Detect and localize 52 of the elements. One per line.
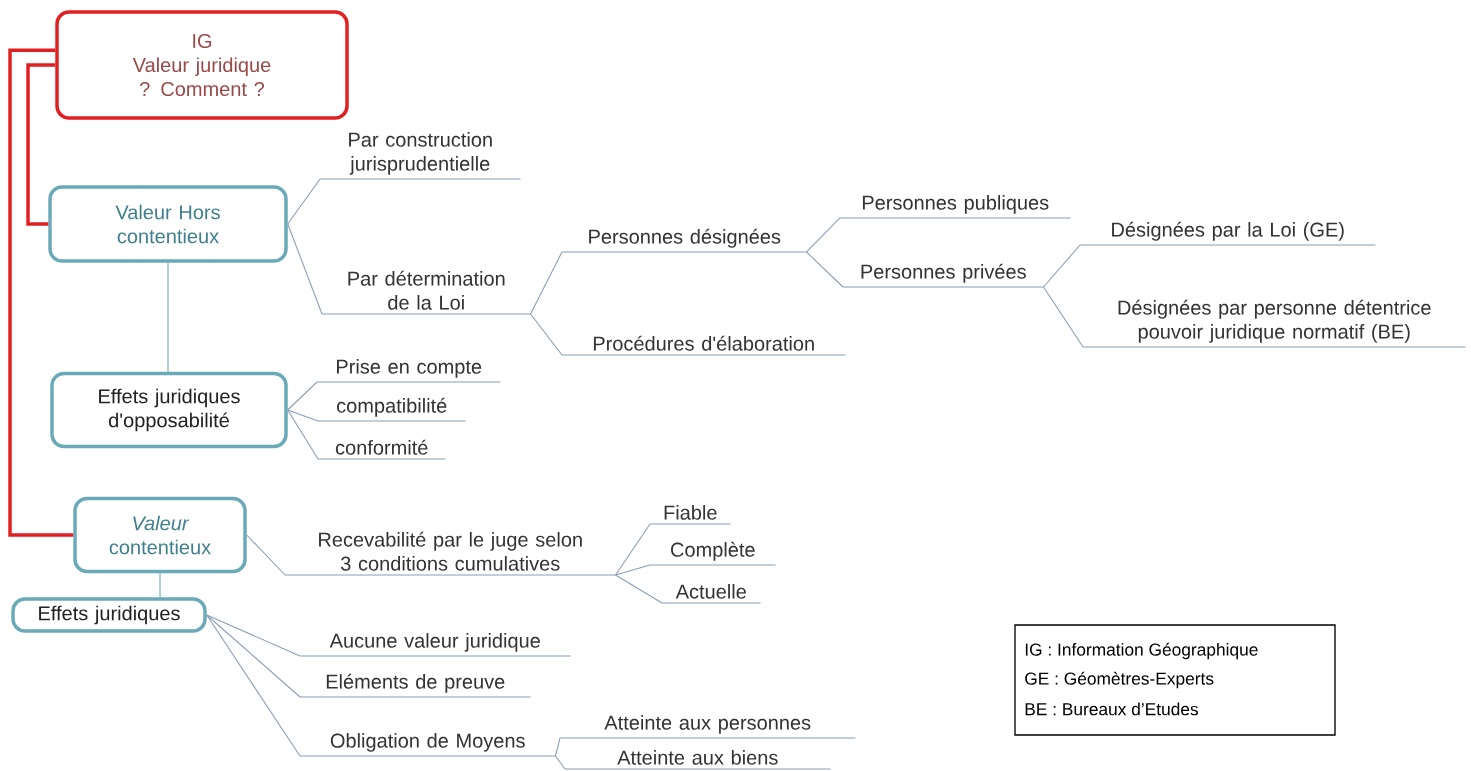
branch-label: Personnes privées [842,263,1045,288]
connector-line [167,262,169,373]
branch-label: Complète [649,541,777,566]
branch-line [554,737,561,757]
branch-label: Recevabilité par le juge selon 3 conditions cumulatives [284,531,617,576]
topic-box: Valeur contentieux [73,496,247,574]
branch-label: Prise en compte [316,359,501,383]
branch-label: conformité [317,439,446,460]
branch-label: Fiable [649,505,732,525]
branch-label: Procédures d'élaboration [561,335,846,356]
branch-line [806,217,841,253]
branch-label: Par détermination de la Loi [321,270,532,315]
key-text: BE : Bureaux d’Etudes [1025,702,1199,716]
connector-line [159,572,161,598]
topic-box: Valeur Hors contentieux [48,185,288,263]
branch-line [206,614,301,757]
branch-label: Obligation de Moyens [299,733,556,757]
branch-label: Atteinte aux personnes [559,715,856,739]
branch-line [246,534,286,576]
branch-line [287,223,323,315]
topic-box: Effets juridiques d'opposabilité [50,371,288,449]
branch-line [806,251,844,288]
branch-line [206,614,301,698]
branch-line [287,409,319,460]
branch-line [287,381,318,411]
branch-line [287,409,319,422]
root-box: IG Valeur juridique ? Comment ? [55,10,349,120]
branch-line [287,178,321,225]
branch-line [615,564,651,576]
branch-label: Personnes publiques [839,195,1072,219]
connector-line [8,48,74,537]
topic-box: Effets juridiques [11,597,207,633]
branch-label: Actuelle [661,584,762,604]
branch-label: Atteinte aux biens [564,750,832,770]
branch-line [530,251,563,315]
branch-line [530,313,563,356]
branch-line [1043,244,1081,288]
branch-label: Par construction jurisprudentielle [319,132,522,180]
key-text: GE : Géomètres-Experts [1025,671,1214,689]
branch-line [554,755,566,770]
branch-label: Désignées par personne détentrice pouvoir juridique normatif (BE) [1082,299,1467,348]
branch-label: Désignées par la Loi (GE) [1079,221,1376,246]
branch-line [615,574,663,604]
branch-line [206,614,301,657]
branch-label: Aucune valeur juridique [299,633,572,657]
branch-line [615,523,651,576]
branch-label: compatibilité [317,397,466,422]
connector-line [26,63,56,226]
branch-line [1043,286,1084,348]
key-text: IG : Information Géographique [1025,642,1258,660]
branch-label: Eléments de preuve [299,673,532,698]
branch-label: Personnes désignées [561,228,808,253]
